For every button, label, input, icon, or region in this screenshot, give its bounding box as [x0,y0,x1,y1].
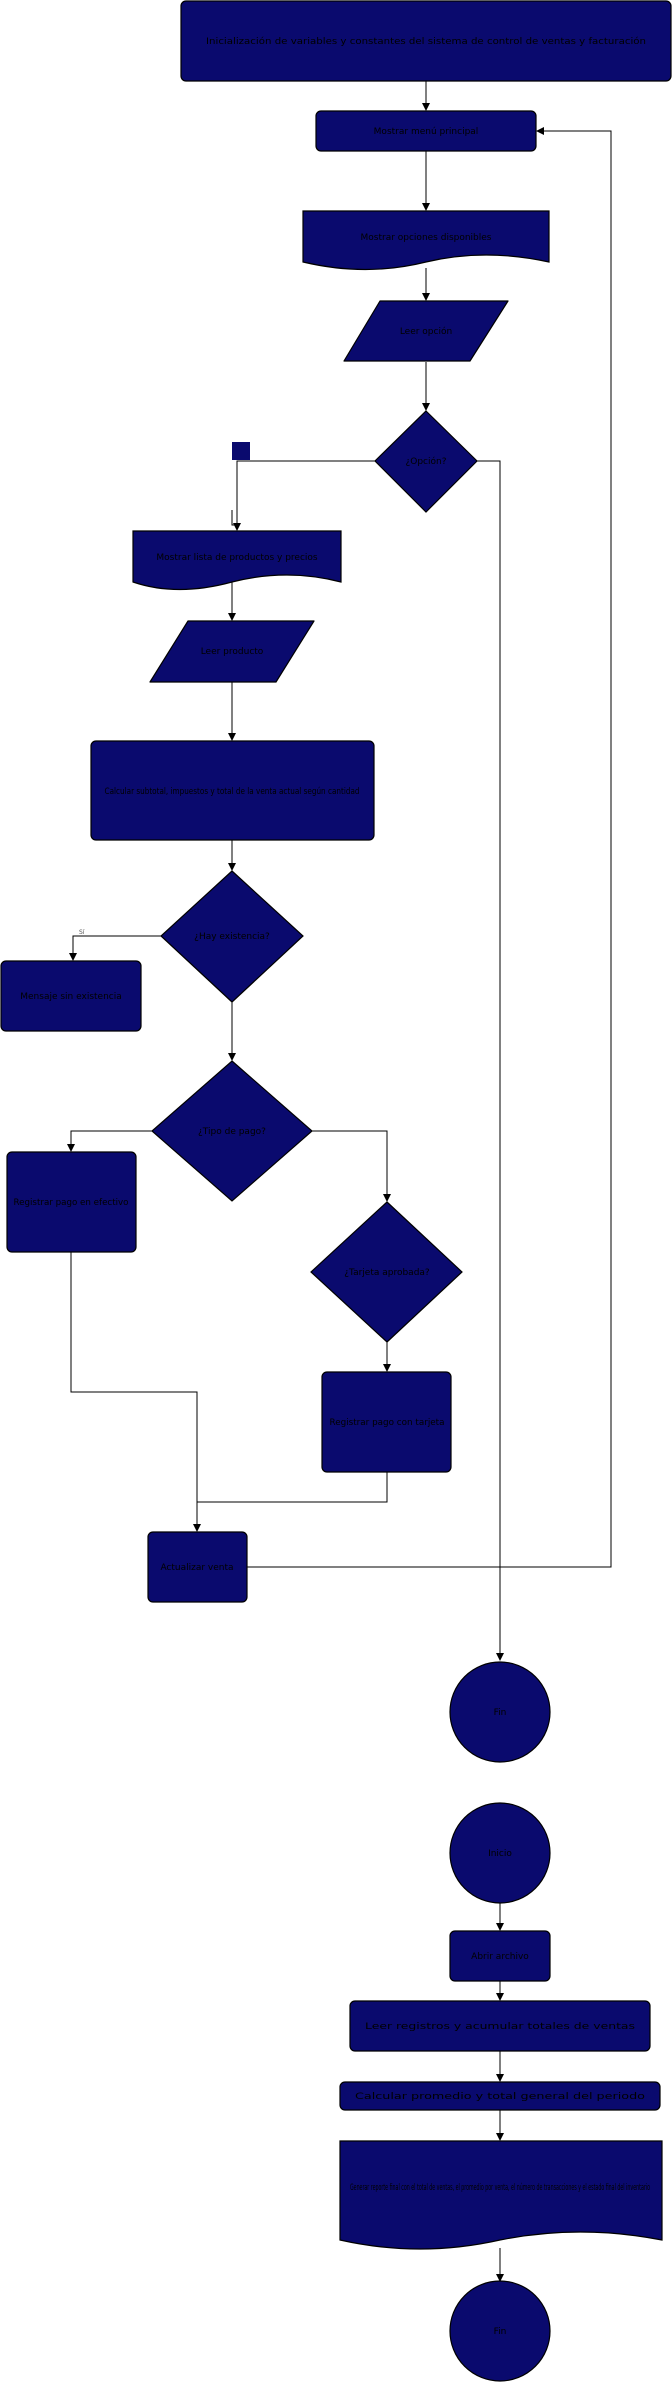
node-start-header: Inicialización de variables y constantes… [180,0,672,82]
node-sub-step2-label: Leer registros y acumular totales de ven… [365,2022,635,2032]
node-input-option: Leer opción [343,300,509,362]
node-pay-card-label: Registrar pago con tarjeta [330,1418,445,1428]
node-pay-cash-label: Registrar pago en efectivo [14,1198,129,1208]
node-sub-start-label: Inicio [488,1849,512,1859]
edge-label-stock-no: Sí [79,929,85,936]
node-decision-card: ¿Tarjeta aprobada? [310,1201,463,1343]
node-sub-step3: Calcular promedio y total general del pe… [339,2081,661,2111]
edge-paycard-to-update [197,1472,388,1503]
node-calc-process: Calcular subtotal, impuestos y total de … [90,740,375,841]
node-doc-options-label: Mostrar opciones disponibles [361,233,492,243]
node-decision-option-label: ¿Opción? [405,456,446,467]
node-update-sale: Actualizar venta [147,1531,248,1603]
node-sub-end-label: Fin [494,2327,507,2337]
node-update-sale-label: Actualizar venta [160,1563,233,1573]
node-decision-card-label: ¿Tarjeta aprobada? [344,1268,430,1278]
node-msg-no-stock-label: Mensaje sin existencia [20,992,122,1002]
node-sub-doc-label: Generar reporte final con el total de ve… [350,2183,650,2193]
node-input-option-label: Leer opción [400,326,452,337]
edge-product-loop [231,510,237,526]
edge-cash-to-update [70,1252,201,1532]
node-decision-payment-label: ¿Tipo de pago? [198,1127,266,1137]
node-sub-step2: Leer registros y acumular totales de ven… [349,2000,651,2052]
node-decision-option: ¿Opción? [374,410,478,513]
node-doc-options: Mostrar opciones disponibles [302,210,550,271]
node-sub-end: Fin [449,2280,551,2382]
node-decision-stock-label: ¿Hay existencia? [194,932,270,942]
node-input-product-label: Leer producto [201,647,264,657]
edge-stock-to-nostock [69,935,161,961]
edge-handle-marker [232,442,250,460]
edge-payment-to-cash [67,1130,152,1152]
node-calc-process-label: Calcular subtotal, impuestos y total de … [105,787,360,797]
node-pay-card: Registrar pago con tarjeta [321,1371,452,1473]
node-sub-doc: Generar reporte final con el total de ve… [339,2140,663,2250]
node-decision-stock: ¿Hay existencia? [160,870,304,1003]
edge-decision-left-to-product [233,460,375,531]
node-menu-label: Mostrar menú principal [374,127,479,137]
node-sub-start: Inicio [449,1802,551,1904]
edge-decision-right-to-end [477,460,504,1661]
node-msg-no-stock: Mensaje sin existencia [0,960,142,1032]
edge-update-loop-to-menu [247,127,612,1568]
node-pay-cash: Registrar pago en efectivo [6,1151,137,1253]
node-sub-step3-label: Calcular promedio y total general del pe… [355,2092,646,2102]
node-end-main-label: Fin [494,1708,507,1718]
node-doc-product-label: Mostrar lista de productos y precios [156,553,318,563]
node-doc-product: Mostrar lista de productos y precios [132,530,342,591]
node-sub-step1-label: Abrir archivo [471,1952,529,1962]
node-sub-step1: Abrir archivo [449,1930,551,1982]
node-decision-payment: ¿Tipo de pago? [151,1060,313,1202]
connectors [67,81,612,2282]
edge-payment-to-card [312,1130,391,1202]
node-end-main: Fin [449,1661,551,1763]
node-start-header-label: Inicialización de variables y constantes… [206,36,646,47]
node-input-product: Leer producto [149,620,315,683]
node-menu: Mostrar menú principal [315,110,537,152]
